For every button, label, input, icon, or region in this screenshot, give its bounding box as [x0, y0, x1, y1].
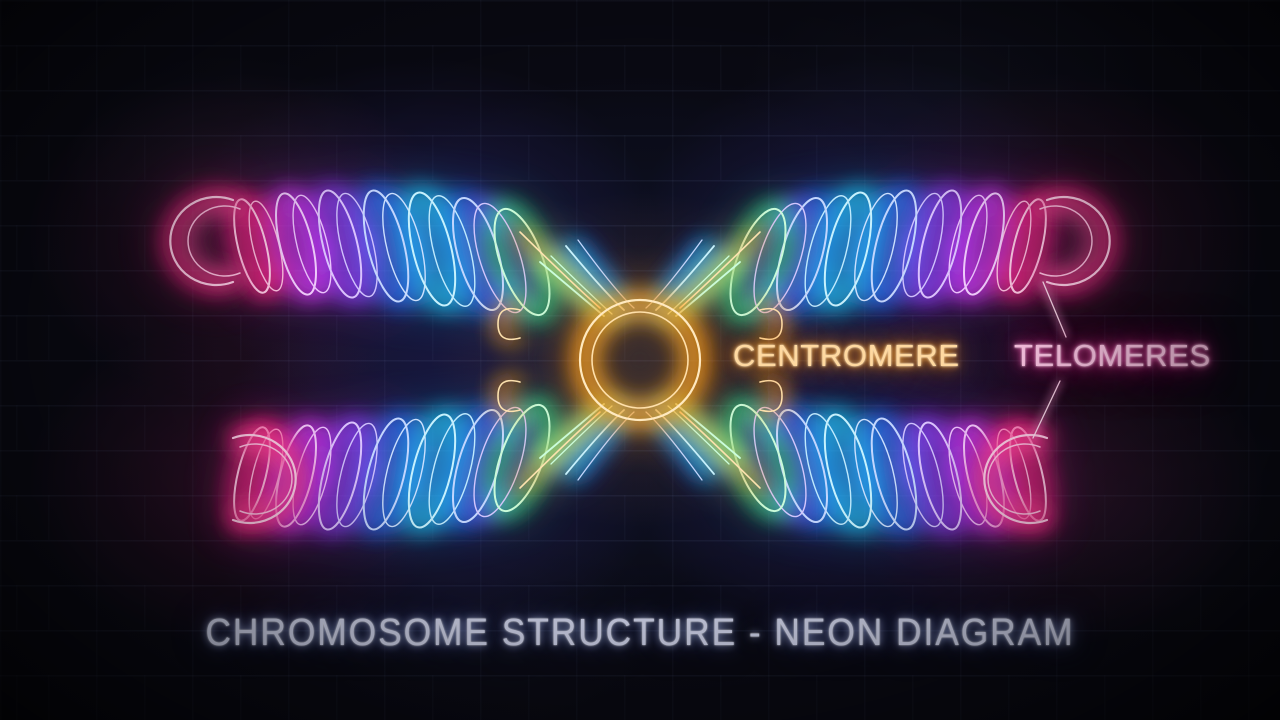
centromere-label: CENTROMERE [733, 338, 960, 373]
diagram-title: CHROMOSOME STRUCTURE - NEON DIAGRAM [205, 612, 1075, 654]
arm-top-right [724, 184, 1052, 321]
arm-top-left [228, 184, 556, 321]
telomeres-label: TELOMERES [1014, 338, 1211, 373]
centromere-ring [572, 292, 708, 428]
